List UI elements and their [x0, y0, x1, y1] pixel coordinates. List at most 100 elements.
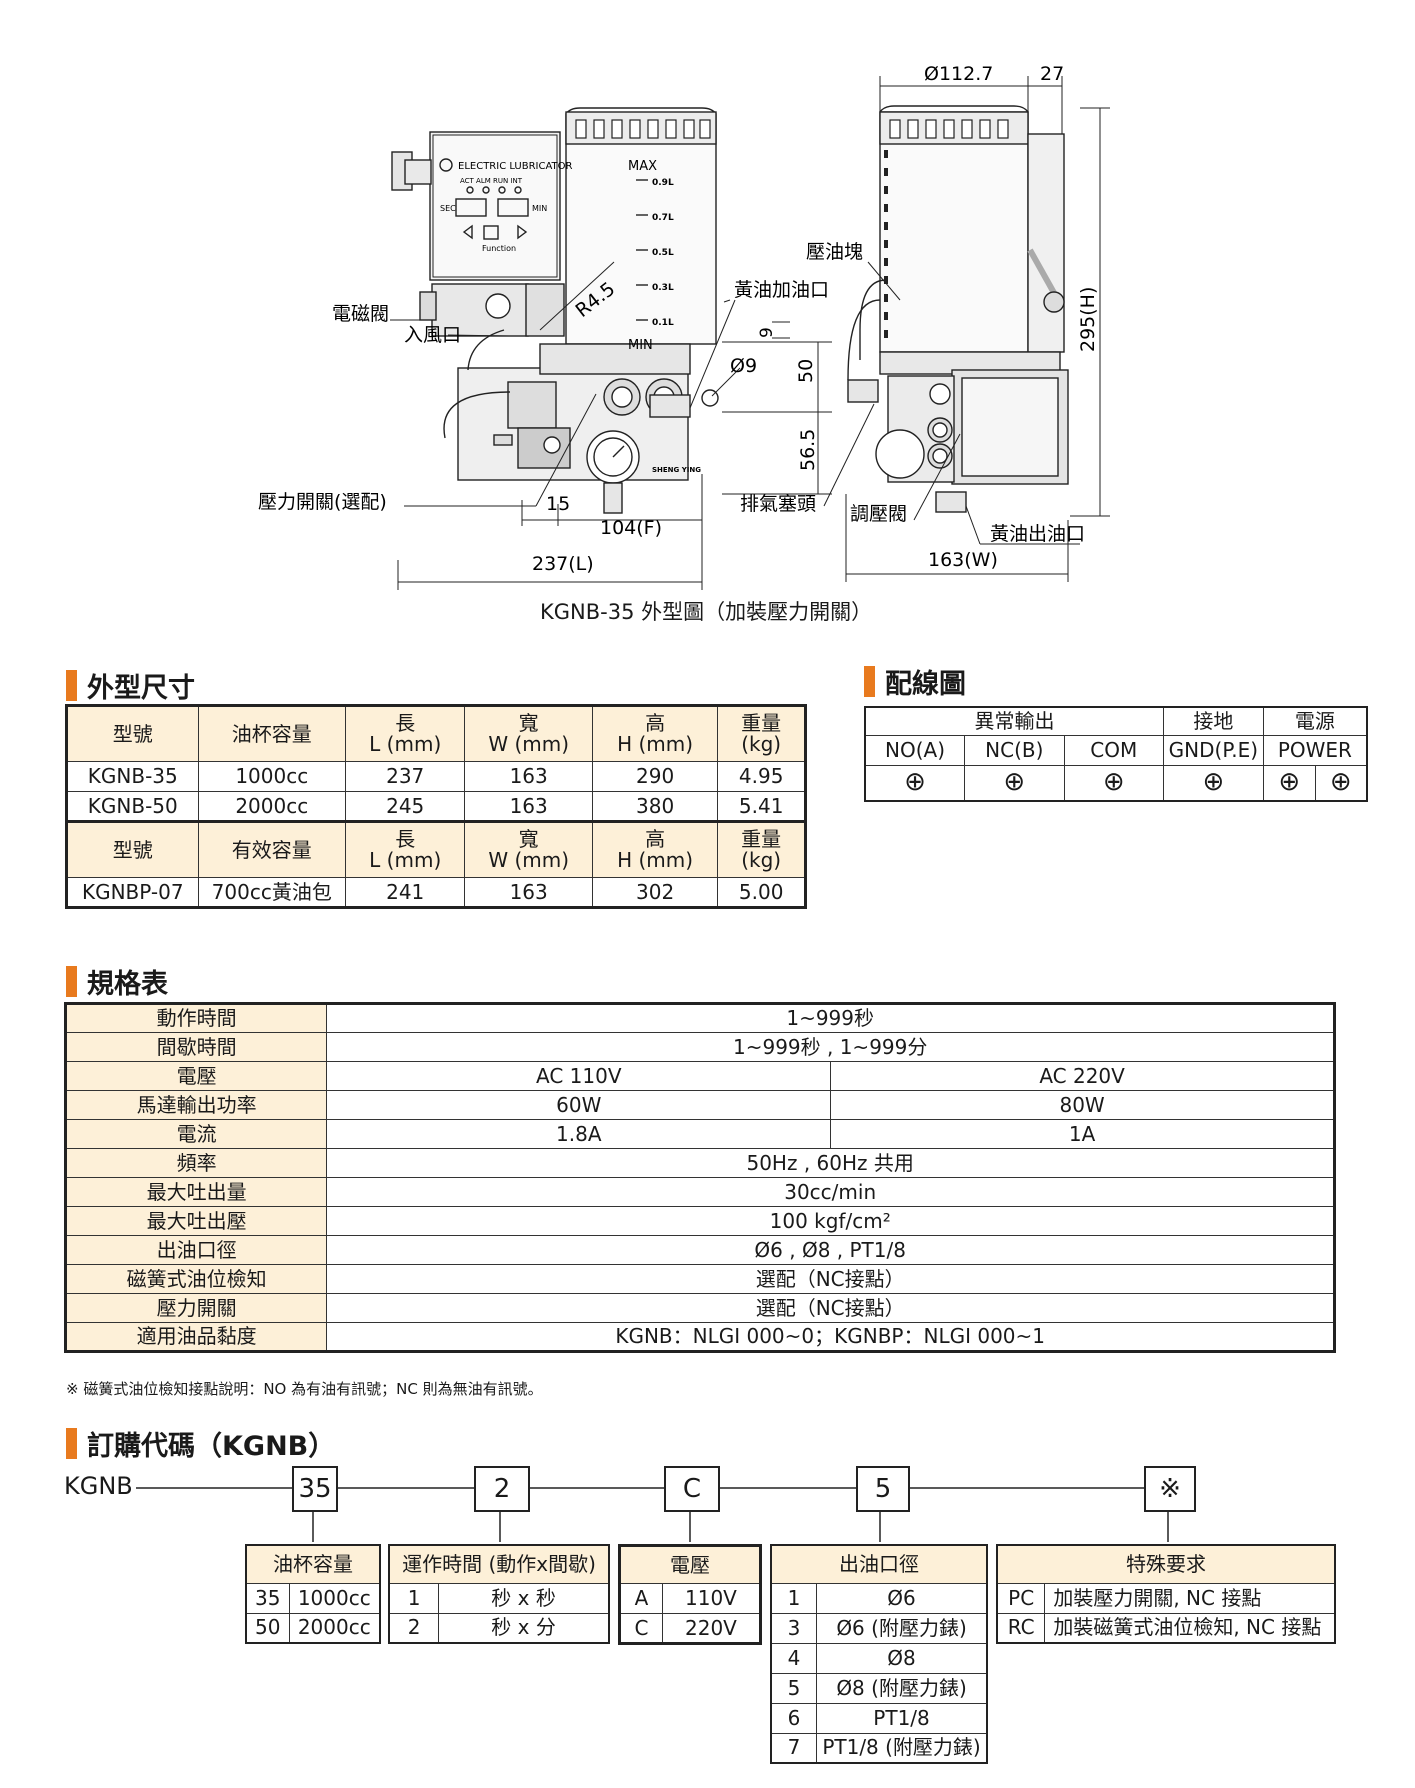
cell: Ø8: [816, 1642, 988, 1674]
spec-value: 1~999秒: [326, 1003, 1335, 1033]
dimensions-title: 外型尺寸: [66, 666, 195, 705]
cell: 3: [770, 1612, 818, 1644]
th-capacity: 油杯容量: [197, 705, 346, 762]
label-pressure-block: 壓油塊: [806, 241, 863, 263]
dim-header-2: 型號 有效容量 長 L (mm) 寬 W (mm) 高 H (mm) 重量 (k…: [66, 821, 806, 878]
cell: 380: [591, 791, 719, 822]
res-07: 0.7L: [652, 213, 674, 223]
cell: 5.41: [717, 791, 806, 822]
th-weight: 重量 (kg): [717, 705, 806, 762]
cell: PT1/8: [816, 1702, 988, 1734]
panel-min: MIN: [532, 204, 547, 213]
spec-label: 適用油品黏度: [64, 1322, 328, 1352]
spec-value: 100 kgf/cm²: [326, 1206, 1335, 1236]
spec-label: 最大吐出壓: [64, 1206, 328, 1236]
th-height: 高 H (mm): [591, 821, 719, 878]
col-com: COM: [1063, 734, 1164, 766]
dim-9: 9: [757, 327, 777, 338]
cell: 5: [770, 1672, 818, 1704]
dim-565: 56.5: [797, 429, 819, 471]
wiring-group-row: 異常輸出 接地 電源: [864, 706, 1368, 736]
dim-27: 27: [1040, 63, 1064, 85]
specs-title-text: 規格表: [87, 969, 168, 1000]
group-abnormal-output: 異常輸出: [864, 706, 1164, 736]
code-box-outlet: 5: [856, 1466, 910, 1512]
spec-row: 磁簧式油位檢知選配（NC接點）: [64, 1264, 1335, 1294]
cell: RC: [996, 1612, 1046, 1644]
cell: 220V: [661, 1613, 762, 1644]
cell: 110V: [661, 1583, 762, 1614]
panel-leds: ACT ALM RUN INT: [460, 177, 523, 185]
spec-value: AC 220V: [830, 1061, 1335, 1091]
label-grease-inlet: 黃油加油口: [734, 279, 829, 301]
cell: 5.00: [717, 877, 806, 908]
spec-value: 1.8A: [326, 1119, 832, 1149]
group-ground: 接地: [1162, 706, 1264, 736]
th-weight: 重量 (kg): [717, 821, 806, 878]
cell: KGNB-50: [66, 791, 199, 822]
spec-label: 壓力開關: [64, 1293, 328, 1323]
label-bleed-plug: 排氣塞頭: [740, 493, 816, 515]
terminal-icon: ⊕: [1262, 764, 1316, 802]
wiring-title: 配線圖: [864, 662, 966, 701]
res-09: 0.9L: [652, 178, 674, 188]
order-connectors: [136, 1487, 1169, 1542]
th-width: 寬 W (mm): [464, 821, 593, 878]
cell: PC: [996, 1582, 1046, 1614]
section-marker: [66, 1428, 77, 1459]
spec-label: 電壓: [64, 1061, 328, 1091]
cell: A: [619, 1583, 663, 1614]
cell: 241: [344, 877, 466, 908]
code-box-timing: 2: [474, 1466, 530, 1512]
dim-50: 50: [795, 359, 817, 383]
th-effective-capacity: 有效容量: [197, 821, 346, 878]
cell: 237: [344, 761, 466, 792]
spec-row: 壓力開關選配（NC接點）: [64, 1293, 1335, 1323]
cell: 245: [344, 791, 466, 822]
table-row: KGNBP-07 700cc黃油包 241 163 302 5.00: [66, 877, 806, 908]
spec-value: AC 110V: [326, 1061, 832, 1091]
cell: 秒 x 秒: [438, 1582, 610, 1614]
spec-value: Ø6 , Ø8 , PT1/8: [326, 1235, 1335, 1265]
label-air-inlet: 入風口: [404, 324, 461, 346]
cell: 1: [770, 1582, 818, 1614]
order-header: 運作時間 (動作x間歇): [388, 1544, 610, 1584]
table-row: KGNB-35 1000cc 237 163 290 4.95: [66, 761, 806, 792]
dim-header-1: 型號 油杯容量 長 L (mm) 寬 W (mm) 高 H (mm) 重量 (k…: [66, 705, 806, 762]
th-height: 高 H (mm): [591, 705, 719, 762]
terminal-icon: ⊕: [1162, 764, 1264, 802]
terminal-icon: ⊕: [1063, 764, 1164, 802]
spec-label: 間歇時間: [64, 1032, 328, 1062]
spec-label: 出油口徑: [64, 1235, 328, 1265]
code-box-voltage: C: [664, 1466, 720, 1512]
cell: Ø6: [816, 1582, 988, 1614]
cell: 4.95: [717, 761, 806, 792]
th-length: 長 L (mm): [344, 821, 466, 878]
spec-value: 50Hz , 60Hz 共用: [326, 1148, 1335, 1178]
spec-label: 最大吐出量: [64, 1177, 328, 1207]
spec-label: 電流: [64, 1119, 328, 1149]
dim-237l: 237(L): [532, 553, 594, 575]
th-length: 長 L (mm): [344, 705, 466, 762]
cell: 290: [591, 761, 719, 792]
cell: C: [619, 1613, 663, 1644]
order-prefix: KGNB: [64, 1472, 133, 1500]
col-power: POWER: [1262, 734, 1368, 766]
spec-value: 80W: [830, 1090, 1335, 1120]
cell: 700cc黃油包: [197, 877, 346, 908]
wiring-title-text: 配線圖: [885, 669, 966, 700]
th-model: 型號: [66, 705, 199, 762]
panel-brand: ELECTRIC LUBRICATOR: [458, 161, 573, 172]
order-header: 電壓: [619, 1545, 761, 1584]
spec-label: 馬達輸出功率: [64, 1090, 328, 1120]
spec-value: 60W: [326, 1090, 832, 1120]
